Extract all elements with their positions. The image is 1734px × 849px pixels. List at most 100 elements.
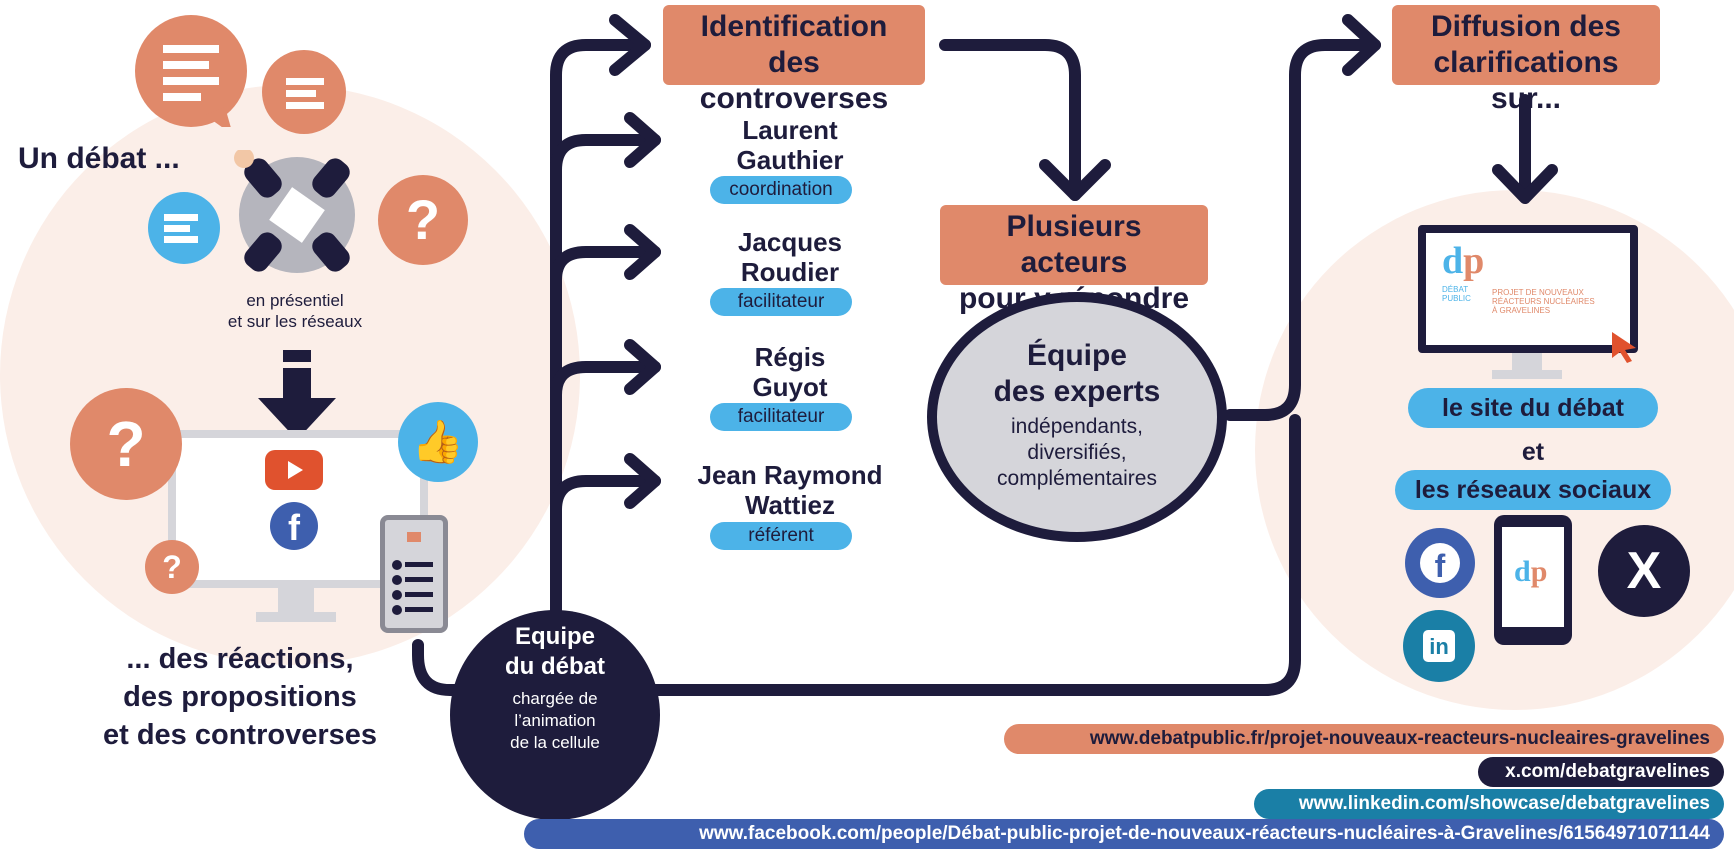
link-x[interactable]: x.com/debatgravelines xyxy=(1478,757,1724,787)
youtube-icon xyxy=(265,450,323,490)
role-badge-facilitateur: facilitateur xyxy=(710,288,852,316)
bottom-line3: et des controverses xyxy=(102,719,377,751)
arrowhead-diffusion xyxy=(1342,14,1381,76)
dp-logo-debat: DÉBAT xyxy=(1442,285,1469,294)
diffusion-label: Diffusion des clarifications sur... xyxy=(1392,5,1660,115)
branch-laurent xyxy=(550,134,661,176)
team-desc-line3: de la cellule xyxy=(510,733,600,752)
phone-screen xyxy=(1502,527,1564,627)
team-title-line2: du débat xyxy=(505,653,605,680)
trunk-line xyxy=(550,39,651,616)
facebook-glyph: f xyxy=(1420,543,1460,584)
branch-jean xyxy=(550,475,661,516)
actors-label: Plusieurs acteurs pour y répondre : xyxy=(940,205,1208,351)
person-last-name: Guyot xyxy=(752,372,828,402)
bottom-left-text: ... des réactions, des propositions et d… xyxy=(70,640,410,754)
project-line2: RÉACTEURS NUCLÉAIRES xyxy=(1492,297,1595,306)
project-line1: PROJET DE NOUVEAUX xyxy=(1492,288,1584,297)
speech-bubble-blue xyxy=(148,192,220,264)
arrowhead-identification xyxy=(609,14,651,76)
subtitle-line2: et sur les réseaux xyxy=(227,312,363,331)
person-first-name: Régis xyxy=(754,342,826,372)
role-badge-coordination: coordination xyxy=(710,176,852,204)
person-first-name: Jacques xyxy=(737,227,843,257)
monitor-base xyxy=(256,612,336,622)
dp-logo-p: p xyxy=(1463,240,1485,282)
experts-line3: indépendants, xyxy=(1011,415,1143,438)
bottom-line2: des propositions xyxy=(123,681,357,713)
team-to-right xyxy=(644,414,1301,696)
person-laurent-name: Laurent Gauthier xyxy=(690,115,890,175)
phone-logo-d: d xyxy=(1514,555,1531,588)
x-icon: X xyxy=(1598,525,1690,617)
question-bubble-small: ? xyxy=(145,540,199,594)
subtitle-line1: en présentiel xyxy=(246,291,344,310)
person-last-name: Roudier xyxy=(740,257,840,287)
identification-to-actors xyxy=(939,39,1081,201)
down-arrow-top-bar xyxy=(283,350,311,362)
team-desc-line2: l’animation xyxy=(514,711,596,730)
diffusion-line2: clarifications sur... xyxy=(1433,46,1619,115)
down-arrow-stem xyxy=(283,368,311,398)
facebook-icon-right: f xyxy=(1405,528,1475,598)
actors-line1: Plusieurs acteurs xyxy=(1006,210,1142,279)
arrowhead-regis xyxy=(624,339,661,395)
experts-line1: Équipe xyxy=(1026,339,1127,372)
arrowhead-site xyxy=(1492,164,1558,204)
experts-circle: Équipe des experts indépendants, diversi… xyxy=(927,292,1227,542)
branch-regis xyxy=(550,361,661,401)
meeting-table-icon xyxy=(232,148,362,280)
left-to-team xyxy=(412,639,476,696)
identification-line2: des controverses xyxy=(699,46,889,115)
arrowhead-jean xyxy=(624,453,661,509)
person-first-name: Jean Raymond xyxy=(697,460,883,490)
reseaux-sociaux-label: les réseaux sociaux xyxy=(1395,470,1671,510)
and-text: et xyxy=(1521,438,1545,466)
team-title-line1: Equipe xyxy=(514,623,595,650)
experts-to-diffusion xyxy=(1224,39,1381,421)
branch-jacques xyxy=(550,246,661,286)
question-bubble-large: ? xyxy=(70,388,182,500)
experts-line4: diversifiés, xyxy=(1027,441,1127,464)
phone-dp-logo: dp xyxy=(1514,555,1547,589)
website-monitor-base xyxy=(1492,370,1562,379)
website-monitor-stand xyxy=(1512,353,1542,371)
identification-label: Identification des controverses xyxy=(663,5,925,115)
linkedin-icon: in xyxy=(1403,610,1475,682)
facebook-icon-monitor: f xyxy=(270,502,318,550)
phone-icon-right: dp xyxy=(1494,515,1572,645)
diffusion-line1: Diffusion des xyxy=(1430,10,1621,43)
team-desc-line1: chargée de xyxy=(512,689,598,708)
link-facebook[interactable]: www.facebook.com/people/Débat-public-pro… xyxy=(524,819,1724,849)
phone-icon-left xyxy=(380,515,448,633)
speech-bubble-large-text xyxy=(135,15,247,135)
link-linkedin[interactable]: www.linkedin.com/showcase/debatgraveline… xyxy=(1254,789,1724,819)
role-badge-facilitateur-2: facilitateur xyxy=(710,403,852,431)
experts-line2: des experts xyxy=(993,375,1161,408)
team-circle: Equipe du débat chargée de l’animation d… xyxy=(450,610,660,820)
arrowhead-laurent xyxy=(624,112,661,168)
site-du-debat-label: le site du débat xyxy=(1408,388,1658,428)
down-arrow-head xyxy=(258,398,336,440)
dp-logo-public: PUBLIC xyxy=(1442,294,1471,303)
website-monitor: dp DÉBAT PUBLIC PROJET DE NOUVEAUX RÉACT… xyxy=(1418,225,1638,353)
link-debatpublic[interactable]: www.debatpublic.fr/projet-nouveaux-react… xyxy=(1004,724,1724,754)
speech-bubble-small-text xyxy=(262,50,346,134)
dp-logo-d: d xyxy=(1442,240,1464,282)
subtitle-en-presentiel: en présentiel et sur les réseaux xyxy=(200,290,390,332)
question-bubble-top: ? xyxy=(378,175,468,265)
phone-logo-p: p xyxy=(1530,555,1548,588)
person-jean-name: Jean Raymond Wattiez xyxy=(670,460,910,520)
person-first-name: Laurent xyxy=(742,115,838,145)
person-regis-name: Régis Guyot xyxy=(690,342,890,402)
person-jacques-name: Jacques Roudier xyxy=(690,227,890,287)
thumbs-up-bubble: 👍 xyxy=(398,402,478,482)
project-line3: À GRAVELINES xyxy=(1492,306,1551,315)
linkedin-glyph: in xyxy=(1423,630,1455,662)
arrowhead-actors xyxy=(1039,159,1111,201)
monitor-stand xyxy=(278,588,314,614)
title-un-debat: Un débat ... xyxy=(18,142,180,175)
person-last-name: Gauthier xyxy=(736,145,844,175)
role-badge-referent: référent xyxy=(710,522,852,550)
